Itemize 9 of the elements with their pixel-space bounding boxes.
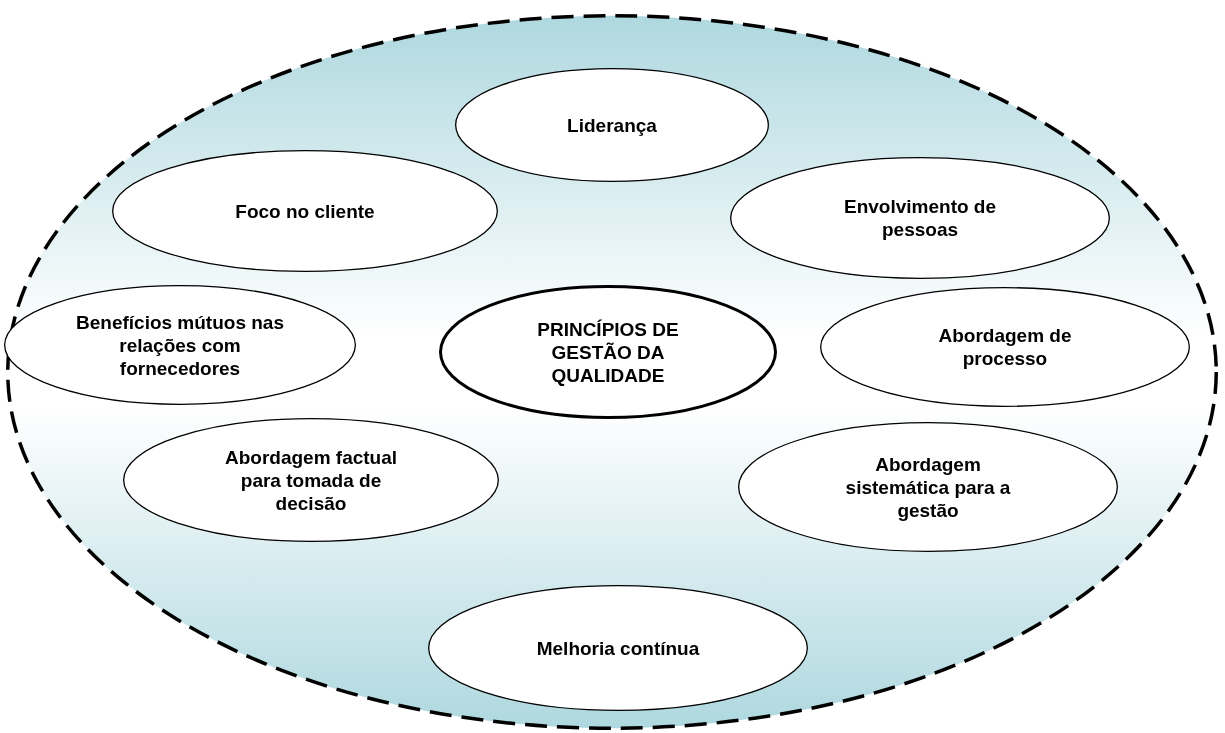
node-label: Melhoria contínua xyxy=(535,636,701,660)
node-label: Abordagem sistemática para a gestão xyxy=(844,452,1012,522)
node-label: Liderança xyxy=(566,113,658,137)
node-label: Foco no cliente xyxy=(234,199,376,223)
node-label: PRINCÍPIOS DE GESTÃO DA QUALIDADE xyxy=(536,317,680,387)
node-label: Benefícios mútuos nas relações com fornecedores xyxy=(75,310,285,380)
node-label: Abordagem de processo xyxy=(937,324,1073,370)
node-label: Abordagem factual para tomada de decisão xyxy=(223,445,399,515)
node-label: Envolvimento de pessoas xyxy=(843,195,997,241)
